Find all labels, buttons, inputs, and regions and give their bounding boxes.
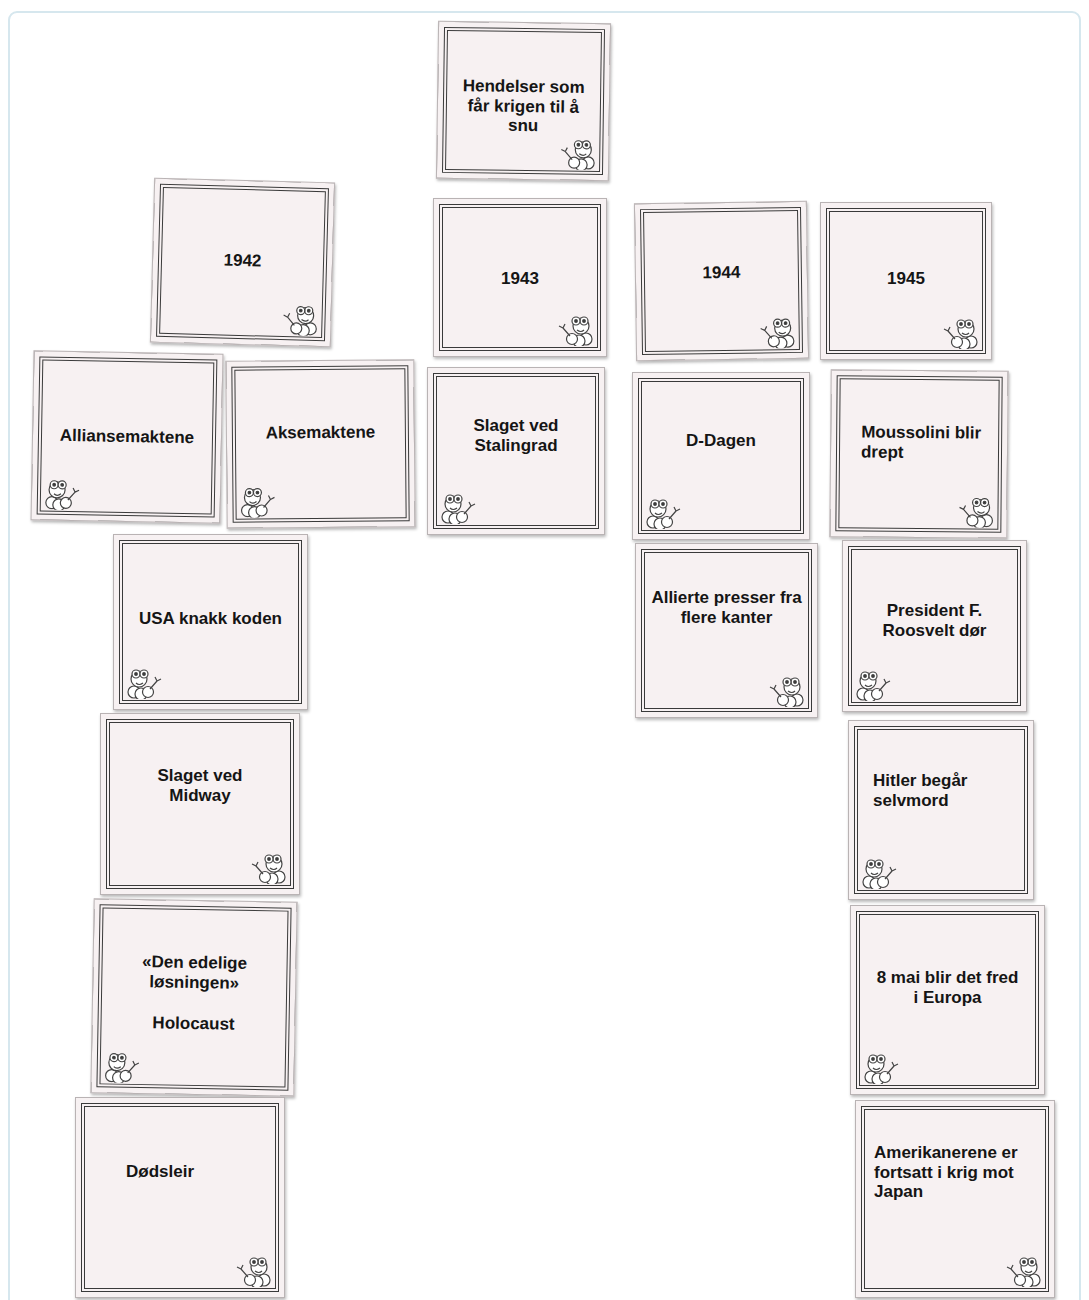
card-label: D-Dagen <box>647 431 795 451</box>
card-text-area: 1945 <box>821 269 991 289</box>
card-label: Hitler begår selvmord <box>873 771 1003 810</box>
flash-card: 1944 <box>634 201 809 361</box>
flash-card: Alliansemaktene <box>31 350 224 523</box>
card-text-area: 1942 <box>153 249 332 273</box>
worm-illustration <box>853 661 893 701</box>
card-text-area: Allierte presser fra flere kanter <box>636 588 817 627</box>
worm-illustration <box>956 487 996 527</box>
card-text-area: Slaget ved Midway <box>101 766 299 805</box>
worm-illustration <box>1004 1247 1044 1287</box>
card-label: Amerikanerene er fortsatt i krig mot Jap… <box>874 1143 1024 1202</box>
card-label: 1942 <box>167 249 318 272</box>
flash-card: 1942 <box>150 178 335 348</box>
worm-illustration <box>859 849 899 889</box>
worm-illustration <box>861 1044 901 1084</box>
worm-illustration <box>558 129 599 170</box>
flash-card: Allierte presser fra flere kanter <box>635 543 818 718</box>
flash-card: Hendelser som får krigen til å snu <box>436 21 611 181</box>
card-label: President F. Roosvelt dør <box>857 601 1012 640</box>
card-label: Moussolini blir drept <box>861 422 993 462</box>
flash-card: «Den edelige løsningen» Holocaust <box>90 898 297 1097</box>
worm-illustration <box>757 308 798 349</box>
flash-card: Hitler begår selvmord <box>848 720 1034 900</box>
worm-illustration <box>767 667 807 707</box>
card-label: Dødsleir <box>126 1162 270 1182</box>
flash-card: 8 mai blir det fred i Europa <box>850 905 1045 1095</box>
worm-illustration <box>102 1042 143 1083</box>
card-label: 1943 <box>448 269 592 289</box>
worm-illustration <box>237 477 277 517</box>
card-text-area: Slaget ved Stalingrad <box>428 416 604 455</box>
card-label: 8 mai blir det fred i Europa <box>873 968 1023 1007</box>
card-text-area: Aksemaktene <box>227 422 414 443</box>
flash-card: D-Dagen <box>632 372 810 540</box>
card-text-area: Amerikanerene er fortsatt i krig mot Jap… <box>856 1143 1054 1202</box>
card-text-area: USA knakk koden <box>114 609 307 629</box>
flash-card: Aksemaktene <box>225 359 415 529</box>
flash-card: USA knakk koden <box>113 534 308 710</box>
flash-card: Slaget ved Stalingrad <box>427 367 605 535</box>
flash-card: 1943 <box>433 198 607 357</box>
card-label: Hendelser som får krigen til å snu <box>452 76 596 137</box>
card-text-area: 8 mai blir det fred i Europa <box>851 968 1044 1007</box>
worm-illustration <box>124 659 164 699</box>
card-label: Aksemaktene <box>241 422 400 443</box>
flash-card: Moussolini blir drept <box>829 369 1008 539</box>
card-text-area: 1943 <box>434 269 606 289</box>
card-label: Slaget ved Midway <box>130 766 270 805</box>
card-label: USA knakk koden <box>128 609 293 629</box>
worm-illustration <box>941 309 981 349</box>
card-label: Alliansemaktene <box>47 426 207 448</box>
card-text-area: President F. Roosvelt dør <box>843 601 1026 640</box>
card-text-area: 1944 <box>636 262 807 284</box>
flash-card: 1945 <box>820 202 992 360</box>
flash-card: President F. Roosvelt dør <box>842 540 1027 712</box>
card-text-area: Moussolini blir drept <box>831 422 1007 463</box>
card-text-area: Hitler begår selvmord <box>849 771 1033 810</box>
card-label: Slaget ved Stalingrad <box>442 416 590 455</box>
worm-illustration <box>249 844 289 884</box>
card-label: 1944 <box>650 262 793 284</box>
card-label: Holocaust <box>106 1013 280 1036</box>
worm-illustration <box>643 489 683 529</box>
card-label: Allierte presser fra flere kanter <box>650 588 803 627</box>
flash-card: Slaget ved Midway <box>100 713 300 895</box>
flash-card: Dødsleir <box>75 1097 285 1298</box>
card-label: «Den edelige løsningen» <box>107 951 282 993</box>
worm-illustration <box>438 484 478 524</box>
flash-card: Amerikanerene er fortsatt i krig mot Jap… <box>855 1100 1055 1298</box>
card-text-area: Alliansemaktene <box>33 425 221 448</box>
worm-illustration <box>280 295 321 336</box>
card-text-area: D-Dagen <box>633 431 809 451</box>
card-text-area: Hendelser som får krigen til å snu <box>438 76 610 137</box>
worm-illustration <box>556 306 596 346</box>
worm-illustration <box>234 1247 274 1287</box>
card-label: 1945 <box>835 269 977 289</box>
card-text-area: Dødsleir <box>76 1162 284 1182</box>
card-text-area: «Den edelige løsningen» Holocaust <box>92 951 295 1035</box>
frame-outline <box>9 12 1080 1300</box>
worm-illustration <box>42 470 83 511</box>
